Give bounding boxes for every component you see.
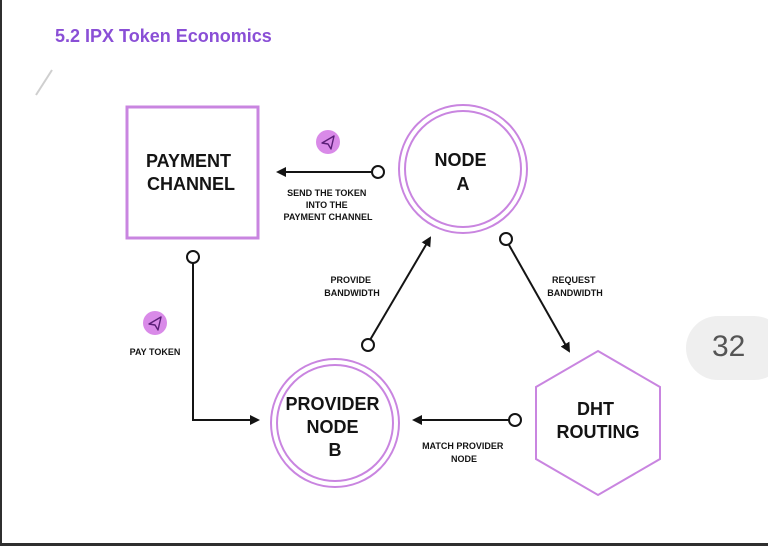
pay-token-icon [143, 311, 167, 335]
provide-bandwidth-arrow [369, 236, 432, 341]
pay-token-arrow-start [186, 250, 200, 264]
provider-node-b-label-line: NODE [306, 417, 358, 437]
pay-token-label: PAY TOKEN [130, 347, 181, 357]
node-a-circle [404, 110, 522, 228]
payment-channel-label-line: CHANNEL [147, 174, 235, 194]
request-bandwidth-label: REQUEST BANDWIDTH [547, 275, 603, 298]
payment-channel-box [125, 105, 260, 240]
match-provider-label: MATCH PROVIDER NODE [422, 441, 506, 464]
send-token-icon [316, 130, 340, 154]
send-token-label-line: SEND THE TOKEN [287, 188, 366, 198]
request-bandwidth-arrow [508, 244, 570, 353]
page-bottom-border [0, 543, 768, 546]
request-bandwidth-label-line: BANDWIDTH [547, 288, 603, 298]
page-number-tab: 32 [686, 316, 768, 380]
send-token-label-line: INTO THE [306, 200, 348, 210]
node-a-label-line: A [457, 174, 470, 194]
match-provider-label-line: MATCH PROVIDER [422, 441, 504, 451]
provide-bandwidth-label-line: PROVIDE [330, 275, 371, 285]
dht-routing-hexagon [535, 349, 661, 497]
provide-bandwidth-arrow-start [361, 338, 375, 352]
request-bandwidth-label-line: REQUEST [552, 275, 596, 285]
match-provider-arrow-start [508, 413, 522, 427]
node-a-label-line: NODE [434, 150, 486, 170]
dht-routing-label-line: DHT [577, 399, 614, 419]
pay-token-arrow [192, 263, 260, 425]
provider-node-b-label: PROVIDER NODE B [285, 394, 384, 460]
page-title: 5.2 IPX Token Economics [55, 26, 272, 46]
provider-node-b-label-line: B [329, 440, 342, 460]
send-token-arrow-start [371, 165, 385, 179]
send-token-label: SEND THE TOKEN INTO THE PAYMENT CHANNEL [283, 188, 373, 222]
provide-bandwidth-label: PROVIDE BANDWIDTH [324, 275, 380, 298]
dht-routing-label: DHT ROUTING [557, 399, 640, 442]
payment-channel-label-line: PAYMENT [146, 151, 231, 171]
dht-routing-label-line: ROUTING [557, 422, 640, 442]
match-provider-label-line: NODE [451, 454, 477, 464]
page-left-border [0, 0, 2, 546]
request-bandwidth-arrow-start [499, 232, 513, 246]
decorative-slash [35, 69, 53, 96]
send-token-label-line: PAYMENT CHANNEL [283, 212, 373, 222]
provide-bandwidth-label-line: BANDWIDTH [324, 288, 380, 298]
node-a-label: NODE A [434, 150, 491, 194]
page-number: 32 [712, 330, 746, 363]
provider-node-b-circle [276, 364, 394, 482]
payment-channel-label: PAYMENT CHANNEL [146, 151, 236, 194]
provider-node-b-label-line: PROVIDER [285, 394, 379, 414]
